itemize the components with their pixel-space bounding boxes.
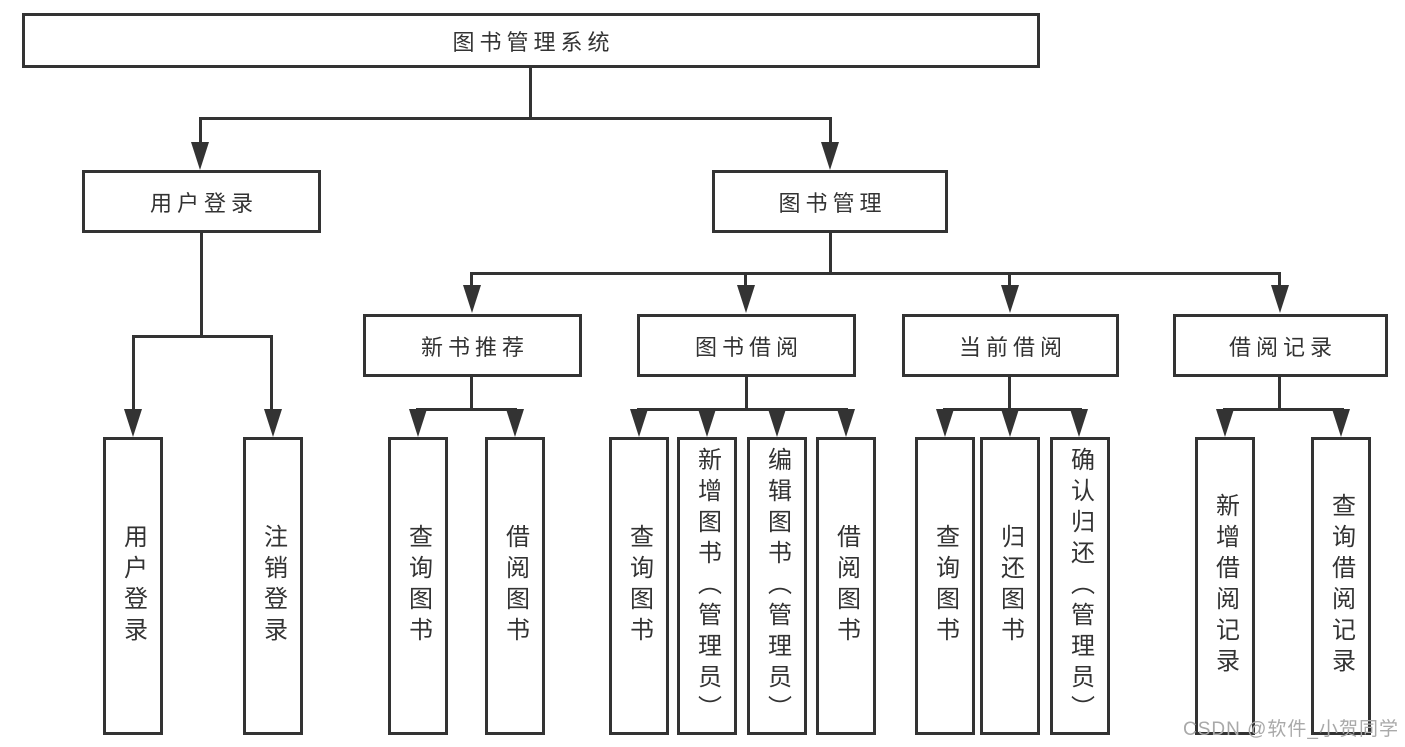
connector-book-borrow-crossbar xyxy=(637,408,848,411)
leaf-edit-books-admin: 编辑图书（管理员） xyxy=(747,437,807,735)
connector-drop-leaf-user-login xyxy=(132,335,135,410)
node-book-borrowing-label: 图书借阅 xyxy=(694,334,803,360)
arrowhead-into-leaf-borrow-books-2 xyxy=(837,409,855,437)
arrowhead-into-current-borrow xyxy=(1001,285,1019,313)
leaf-query-books-2-label: 查询图书 xyxy=(625,524,653,648)
leaf-borrow-books-1: 借阅图书 xyxy=(485,437,545,735)
arrowhead-into-leaf-logout xyxy=(264,409,282,437)
leaf-query-books-3: 查询图书 xyxy=(915,437,975,735)
leaf-query-books-1-label: 查询图书 xyxy=(404,524,432,648)
arrowhead-into-new-book-rec xyxy=(463,285,481,313)
arrowhead-into-leaf-confirm-return xyxy=(1070,409,1088,437)
arrowhead-into-leaf-add-borrow-record xyxy=(1216,409,1234,437)
arrowhead-into-book-mgmt xyxy=(821,142,839,170)
arrowhead-into-leaf-query-books-2 xyxy=(630,409,648,437)
leaf-return-books: 归还图书 xyxy=(980,437,1040,735)
arrowhead-into-leaf-query-books-3 xyxy=(936,409,954,437)
arrowhead-into-leaf-query-books-1 xyxy=(409,409,427,437)
leaf-return-books-label: 归还图书 xyxy=(996,524,1024,648)
arrowhead-into-leaf-borrow-books-1 xyxy=(506,409,524,437)
arrowhead-into-user-login xyxy=(191,142,209,170)
connector-drop-book-borrow xyxy=(744,272,747,286)
connector-current-borrow-stem xyxy=(1008,377,1011,408)
connector-new-book-rec-stem xyxy=(470,377,473,408)
leaf-borrow-books-2: 借阅图书 xyxy=(816,437,876,735)
node-borrowing-records-label: 借阅记录 xyxy=(1228,334,1337,360)
node-current-borrowing: 当前借阅 xyxy=(902,314,1119,377)
connector-user-login-stem xyxy=(200,233,203,335)
arrowhead-into-leaf-add-books xyxy=(698,409,716,437)
node-user-login: 用户登录 xyxy=(82,170,321,233)
node-borrowing-records: 借阅记录 xyxy=(1173,314,1388,377)
node-user-login-label: 用户登录 xyxy=(149,190,258,216)
leaf-add-borrow-record-label: 新增借阅记录 xyxy=(1211,493,1239,679)
leaf-query-books-2: 查询图书 xyxy=(609,437,669,735)
node-new-book-recommend-label: 新书推荐 xyxy=(420,334,529,360)
arrowhead-into-leaf-user-login xyxy=(124,409,142,437)
connector-new-book-rec-crossbar xyxy=(416,408,517,411)
arrowhead-into-leaf-query-borrow-record xyxy=(1332,409,1350,437)
connector-drop-user-login xyxy=(199,117,202,144)
connector-book-mgmt-crossbar xyxy=(471,272,1281,275)
arrowhead-into-book-borrow xyxy=(737,285,755,313)
csdn-watermark: CSDN @软件_小贺同学 xyxy=(1183,719,1399,740)
node-book-management-label: 图书管理 xyxy=(778,190,887,216)
leaf-add-borrow-record: 新增借阅记录 xyxy=(1195,437,1255,735)
leaf-query-borrow-record-label: 查询借阅记录 xyxy=(1327,493,1355,679)
leaf-confirm-return-admin: 确认归还（管理员） xyxy=(1050,437,1110,735)
arrowhead-into-leaf-return-books xyxy=(1001,409,1019,437)
connector-drop-new-book-rec xyxy=(470,272,473,286)
leaf-edit-books-admin-label: 编辑图书（管理员） xyxy=(763,446,791,726)
connector-user-login-crossbar xyxy=(132,335,273,338)
leaf-user-login-label: 用户登录 xyxy=(119,524,147,648)
leaf-query-books-1: 查询图书 xyxy=(388,437,448,735)
connector-book-mgmt-stem xyxy=(829,233,832,272)
connector-book-borrow-stem xyxy=(745,377,748,408)
leaf-logout: 注销登录 xyxy=(243,437,303,735)
leaf-confirm-return-admin-label: 确认归还（管理员） xyxy=(1066,446,1094,726)
node-current-borrowing-label: 当前借阅 xyxy=(958,334,1067,360)
leaf-borrow-books-1-label: 借阅图书 xyxy=(501,524,529,648)
node-root: 图书管理系统 xyxy=(22,13,1040,68)
leaf-borrow-books-2-label: 借阅图书 xyxy=(832,524,860,648)
connector-drop-book-mgmt xyxy=(829,117,832,144)
leaf-query-books-3-label: 查询图书 xyxy=(931,524,959,648)
connector-drop-current-borrow xyxy=(1008,272,1011,286)
connector-root-stem xyxy=(529,68,532,117)
leaf-query-borrow-record: 查询借阅记录 xyxy=(1311,437,1371,735)
leaf-add-books-admin: 新增图书（管理员） xyxy=(677,437,737,735)
node-book-management: 图书管理 xyxy=(712,170,948,233)
connector-borrow-records-stem xyxy=(1278,377,1281,408)
node-book-borrowing: 图书借阅 xyxy=(637,314,856,377)
arrowhead-into-leaf-edit-books xyxy=(768,409,786,437)
arrowhead-into-borrow-records xyxy=(1271,285,1289,313)
connector-borrow-records-crossbar xyxy=(1223,408,1344,411)
connector-drop-leaf-logout xyxy=(270,335,273,410)
leaf-add-books-admin-label: 新增图书（管理员） xyxy=(693,446,721,726)
node-root-label: 图书管理系统 xyxy=(452,29,615,55)
connector-root-crossbar xyxy=(199,117,832,120)
leaf-logout-label: 注销登录 xyxy=(259,524,287,648)
connector-drop-borrow-records xyxy=(1278,272,1281,286)
node-new-book-recommend: 新书推荐 xyxy=(363,314,582,377)
leaf-user-login: 用户登录 xyxy=(103,437,163,735)
